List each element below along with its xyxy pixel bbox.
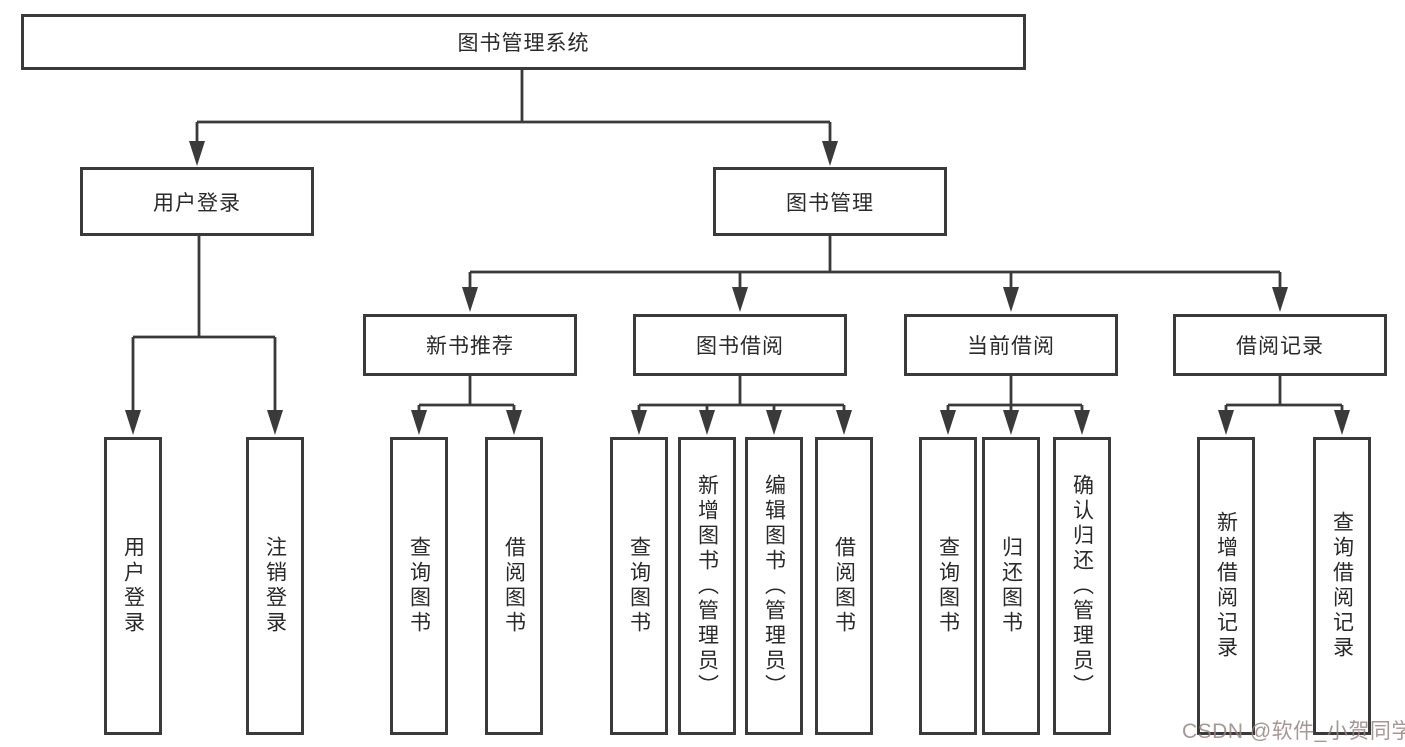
node-book-management-label: 图书管理 [786, 191, 874, 215]
node-leaf-user-login-label: 用户登录 [121, 536, 145, 636]
node-leaf-query-books-current: 查询图书 [919, 437, 977, 735]
edge-root-to-level2 [189, 70, 838, 166]
node-book-borrow: 图书借阅 [633, 314, 847, 376]
node-user-login-label: 用户登录 [153, 191, 241, 215]
node-leaf-add-borrow-record-label: 新增借阅记录 [1214, 511, 1238, 661]
node-leaf-query-borrow-record: 查询借阅记录 [1313, 437, 1371, 735]
node-current-borrow: 当前借阅 [904, 314, 1118, 376]
node-leaf-borrow-books-recommend: 借阅图书 [485, 437, 543, 735]
node-leaf-add-book-admin: 新增图书（管理员） [678, 437, 736, 735]
node-leaf-user-login: 用户登录 [104, 437, 162, 735]
node-leaf-query-books-recommend: 查询图书 [390, 437, 448, 735]
node-leaf-borrow-books: 借阅图书 [815, 437, 873, 735]
node-leaf-query-books-recommend-label: 查询图书 [407, 536, 431, 636]
node-leaf-confirm-return-admin: 确认归还（管理员） [1053, 437, 1111, 735]
node-new-book-recommend: 新书推荐 [363, 314, 577, 376]
node-current-borrow-label: 当前借阅 [967, 335, 1055, 358]
node-leaf-edit-book-admin: 编辑图书（管理员） [745, 437, 803, 735]
node-book-management: 图书管理 [713, 167, 947, 236]
node-borrow-records: 借阅记录 [1173, 314, 1387, 376]
edge-user-login-children [125, 236, 283, 435]
node-leaf-borrow-books-recommend-label: 借阅图书 [502, 536, 526, 636]
node-borrow-records-label: 借阅记录 [1236, 335, 1324, 358]
edge-book-borrow-children [631, 376, 852, 435]
node-leaf-return-book: 归还图书 [982, 437, 1040, 735]
node-leaf-edit-book-admin-label: 编辑图书（管理员） [762, 473, 786, 699]
edge-current-borrow-children [940, 376, 1090, 435]
node-leaf-query-borrow-record-label: 查询借阅记录 [1330, 511, 1354, 661]
node-leaf-query-books-current-label: 查询图书 [936, 536, 960, 636]
node-new-book-recommend-label: 新书推荐 [426, 335, 514, 358]
node-user-login: 用户登录 [80, 167, 314, 236]
edge-book-management-children [462, 236, 1288, 312]
node-leaf-logout: 注销登录 [246, 437, 304, 735]
edge-borrow-records-children [1218, 376, 1350, 435]
node-leaf-logout-label: 注销登录 [263, 536, 287, 636]
node-root: 图书管理系统 [21, 14, 1026, 70]
node-leaf-return-book-label: 归还图书 [999, 536, 1023, 636]
node-book-borrow-label: 图书借阅 [696, 335, 784, 358]
node-leaf-confirm-return-admin-label: 确认归还（管理员） [1070, 473, 1094, 699]
node-leaf-add-borrow-record: 新增借阅记录 [1197, 437, 1255, 735]
node-root-label: 图书管理系统 [457, 32, 590, 55]
node-leaf-borrow-books-label: 借阅图书 [832, 536, 856, 636]
edge-new-book-children [411, 376, 522, 435]
csdn-watermark: CSDN @软件_小贺同学 [1182, 720, 1405, 743]
node-leaf-query-books-borrow-label: 查询图书 [627, 536, 651, 636]
node-leaf-query-books-borrow: 查询图书 [610, 437, 668, 735]
node-leaf-add-book-admin-label: 新增图书（管理员） [695, 473, 719, 699]
